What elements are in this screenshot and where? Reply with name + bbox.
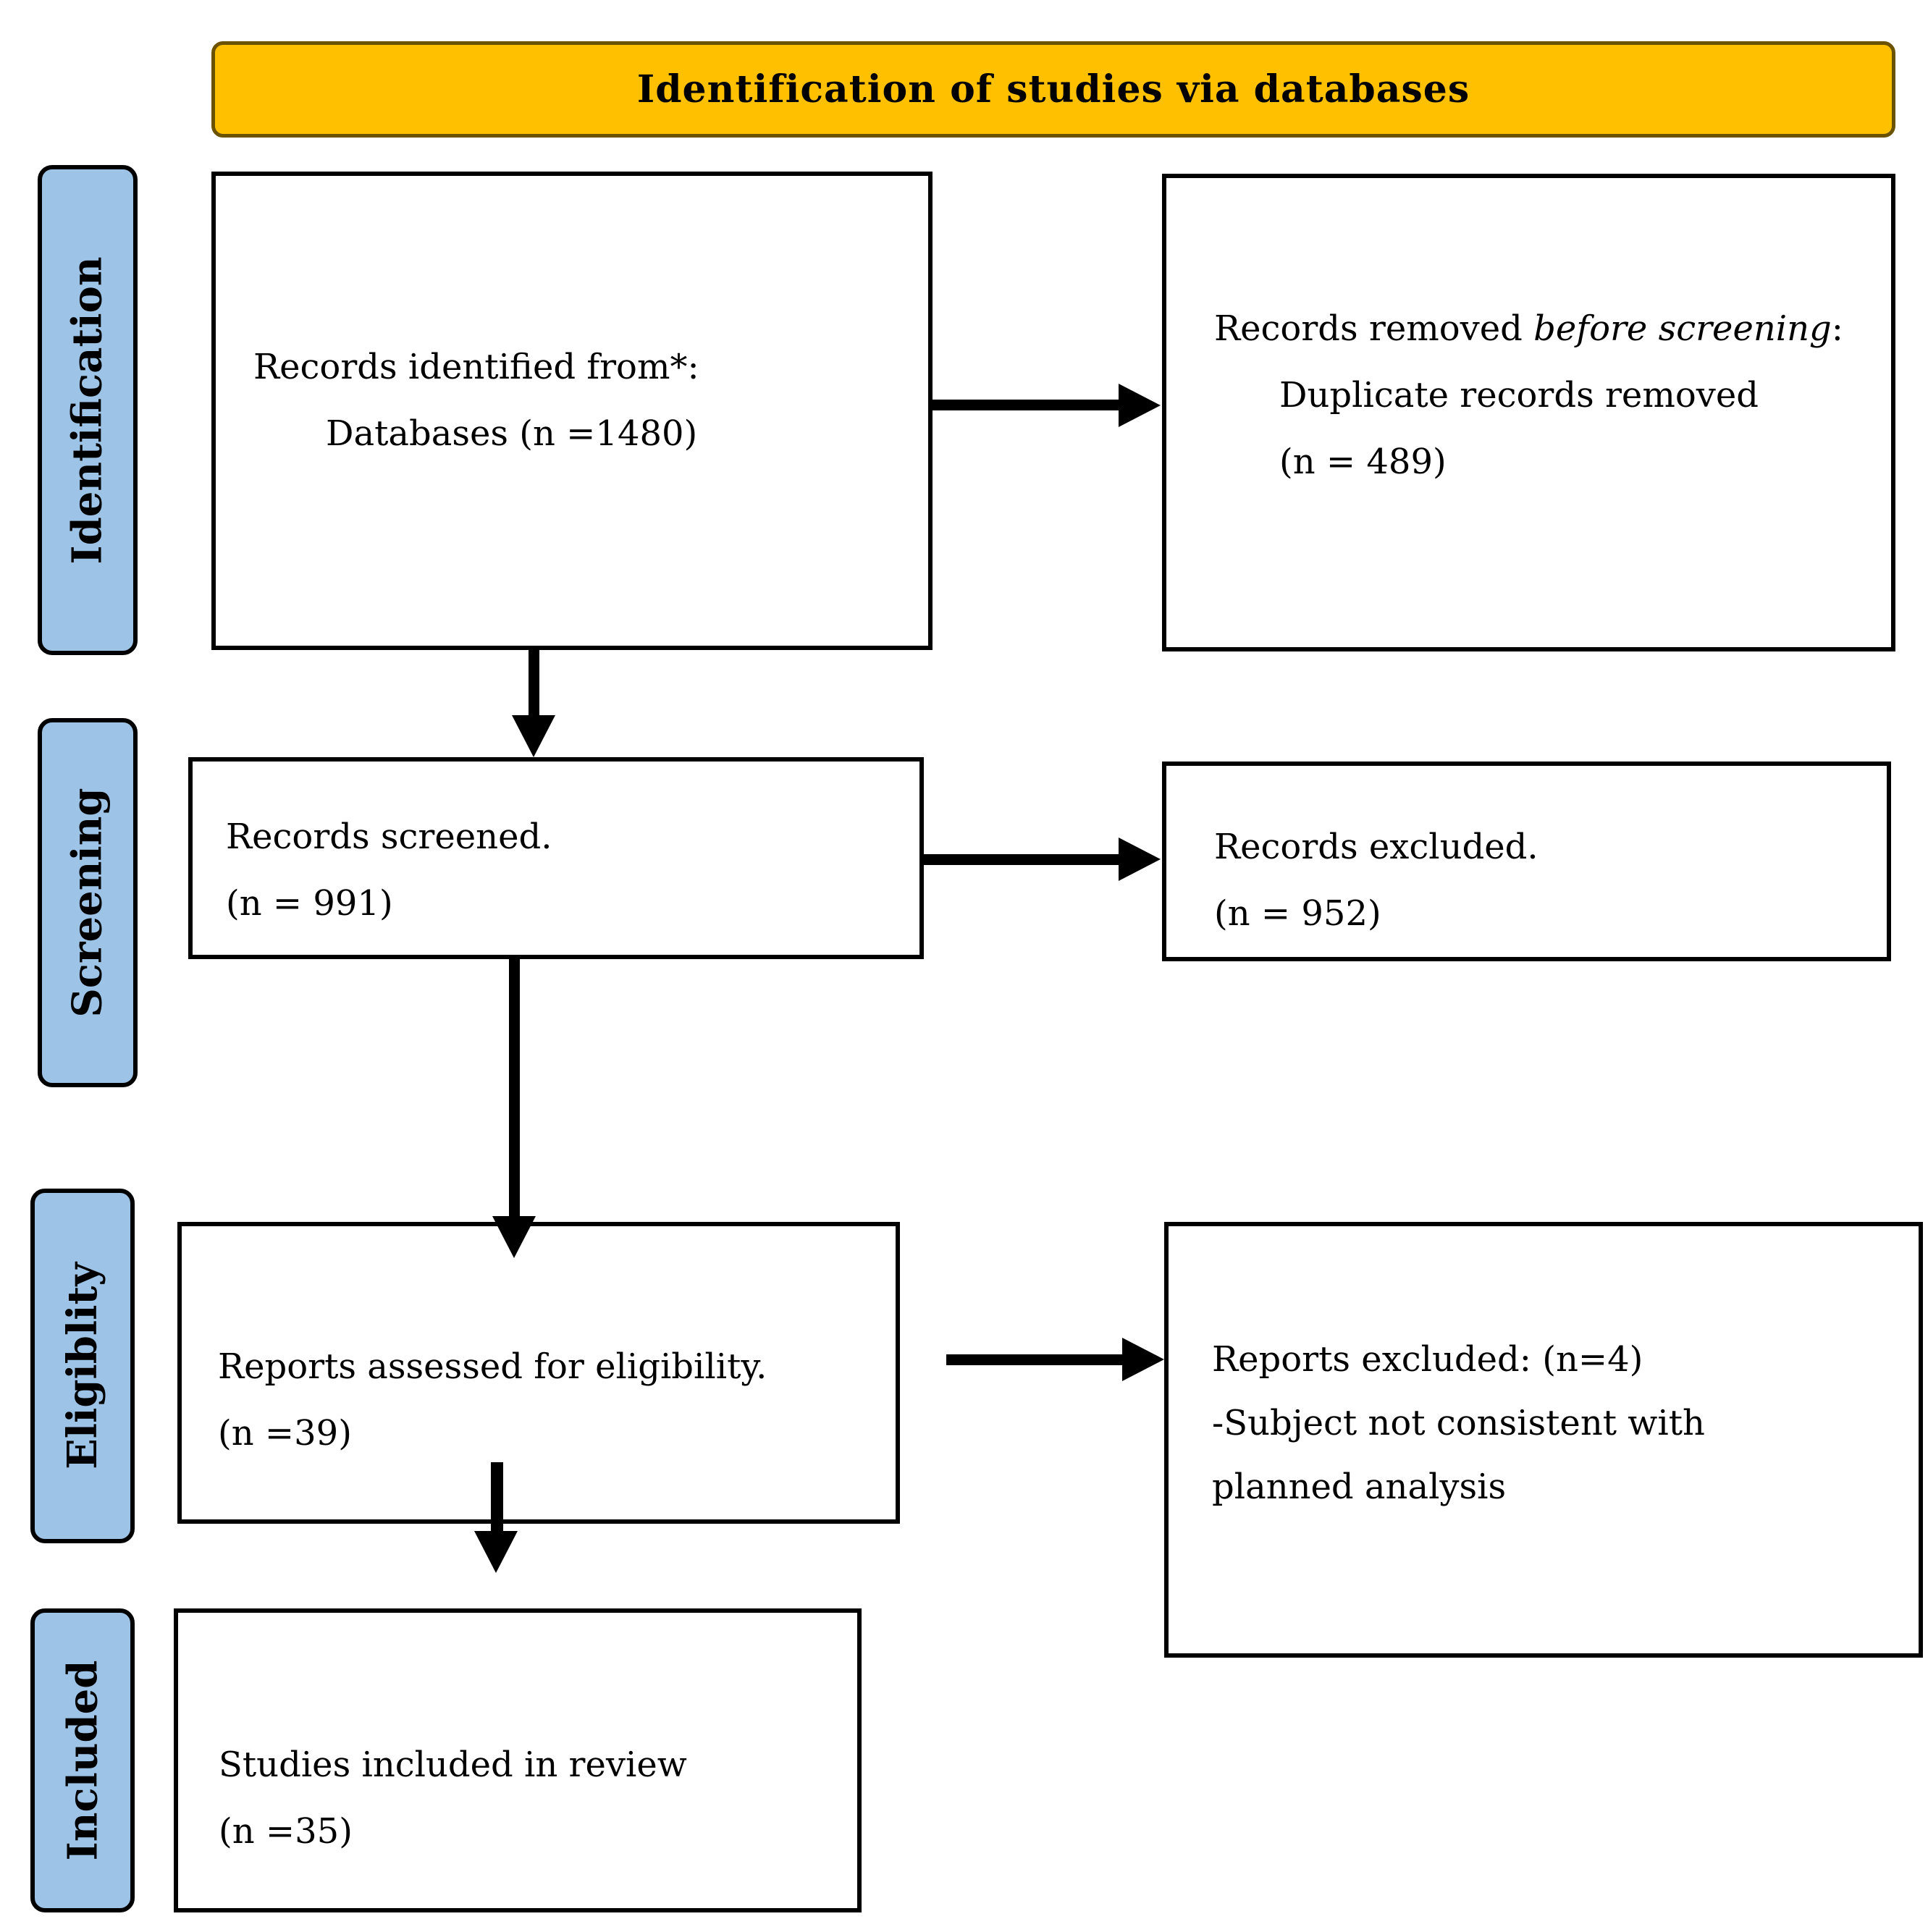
box-records-identified: Records identified from*: Databases (n =… — [211, 172, 933, 650]
box-studies-included: Studies included in review (n =35) — [174, 1608, 862, 1912]
text-segment: : — [1831, 308, 1843, 349]
text-line: Duplicate records removed — [1279, 375, 1759, 415]
arrow-identified-to-removed-shaft — [933, 400, 1119, 410]
text-line: Records removed before screening: — [1214, 295, 1843, 362]
text-line: (n = 952) — [1214, 893, 1381, 934]
text-line: (n = 991) — [226, 883, 393, 924]
text-line: Reports excluded: (n=4) — [1212, 1339, 1643, 1380]
stage-label-screening: Screening — [38, 718, 138, 1087]
text-segment-italic: before screening — [1533, 308, 1832, 349]
stage-label-included: Included — [30, 1608, 135, 1912]
arrow-screened-to-excluded-head — [1119, 838, 1161, 881]
stage-label-text: Eligiblity — [59, 1262, 106, 1469]
banner-title: Identification of studies via databases — [636, 67, 1470, 111]
arrow-identified-to-screened-shaft — [529, 650, 539, 719]
text-line: -Subject not consistent with — [1212, 1403, 1705, 1443]
text-line: Records excluded. — [1214, 827, 1538, 867]
arrow-screened-to-excluded-shaft — [924, 854, 1119, 865]
text-line: Records identified from*: — [253, 347, 699, 387]
text-line: (n = 489) — [1279, 442, 1447, 482]
box-records-removed-before-screening: Records removed before screening: Duplic… — [1162, 174, 1895, 651]
arrow-screened-to-assessed-head — [492, 1216, 536, 1258]
box-reports-excluded-text: Reports excluded: (n=4) -Subject not con… — [1212, 1328, 1705, 1519]
arrow-identified-to-removed-head — [1119, 384, 1161, 427]
stage-label-identification: Identification — [38, 165, 138, 655]
text-line: Records screened. — [226, 817, 552, 857]
arrow-assessed-to-included-head — [474, 1531, 518, 1573]
box-records-screened: Records screened. (n = 991) — [188, 757, 924, 959]
text-line: Reports assessed for eligibility. — [218, 1346, 767, 1387]
text-line: planned analysis — [1212, 1467, 1507, 1507]
box-studies-included-text: Studies included in review (n =35) — [219, 1731, 687, 1865]
arrow-identified-to-screened-head — [512, 715, 555, 757]
stage-label-eligibility: Eligiblity — [30, 1189, 135, 1543]
stage-label-text: Identification — [64, 256, 112, 565]
stage-label-text: Included — [59, 1660, 106, 1861]
arrow-screened-to-assessed-shaft — [509, 959, 520, 1220]
text-line: Databases (n =1480) — [326, 413, 698, 454]
box-reports-assessed: Reports assessed for eligibility. (n =39… — [177, 1222, 900, 1524]
box-records-screened-text: Records screened. (n = 991) — [226, 803, 552, 937]
arrow-assessed-to-included-shaft — [491, 1462, 503, 1535]
text-line: (n =35) — [219, 1811, 353, 1852]
box-reports-excluded: Reports excluded: (n=4) -Subject not con… — [1164, 1222, 1923, 1658]
box-records-excluded-text: Records excluded. (n = 952) — [1214, 814, 1538, 947]
box-records-identified-text: Records identified from*: Databases (n =… — [253, 334, 699, 467]
text-line: (n =39) — [218, 1413, 352, 1454]
text-segment: Records removed — [1214, 308, 1534, 349]
banner-identification-via-databases: Identification of studies via databases — [211, 41, 1895, 138]
stage-label-text: Screening — [64, 788, 112, 1018]
box-records-removed-text: Records removed before screening: Duplic… — [1214, 295, 1843, 495]
box-reports-assessed-text: Reports assessed for eligibility. (n =39… — [218, 1333, 767, 1467]
box-records-excluded: Records excluded. (n = 952) — [1162, 762, 1891, 961]
arrow-assessed-to-reports-excluded-shaft — [946, 1354, 1123, 1365]
arrow-assessed-to-reports-excluded-head — [1122, 1338, 1164, 1381]
text-line: Studies included in review — [219, 1745, 687, 1785]
